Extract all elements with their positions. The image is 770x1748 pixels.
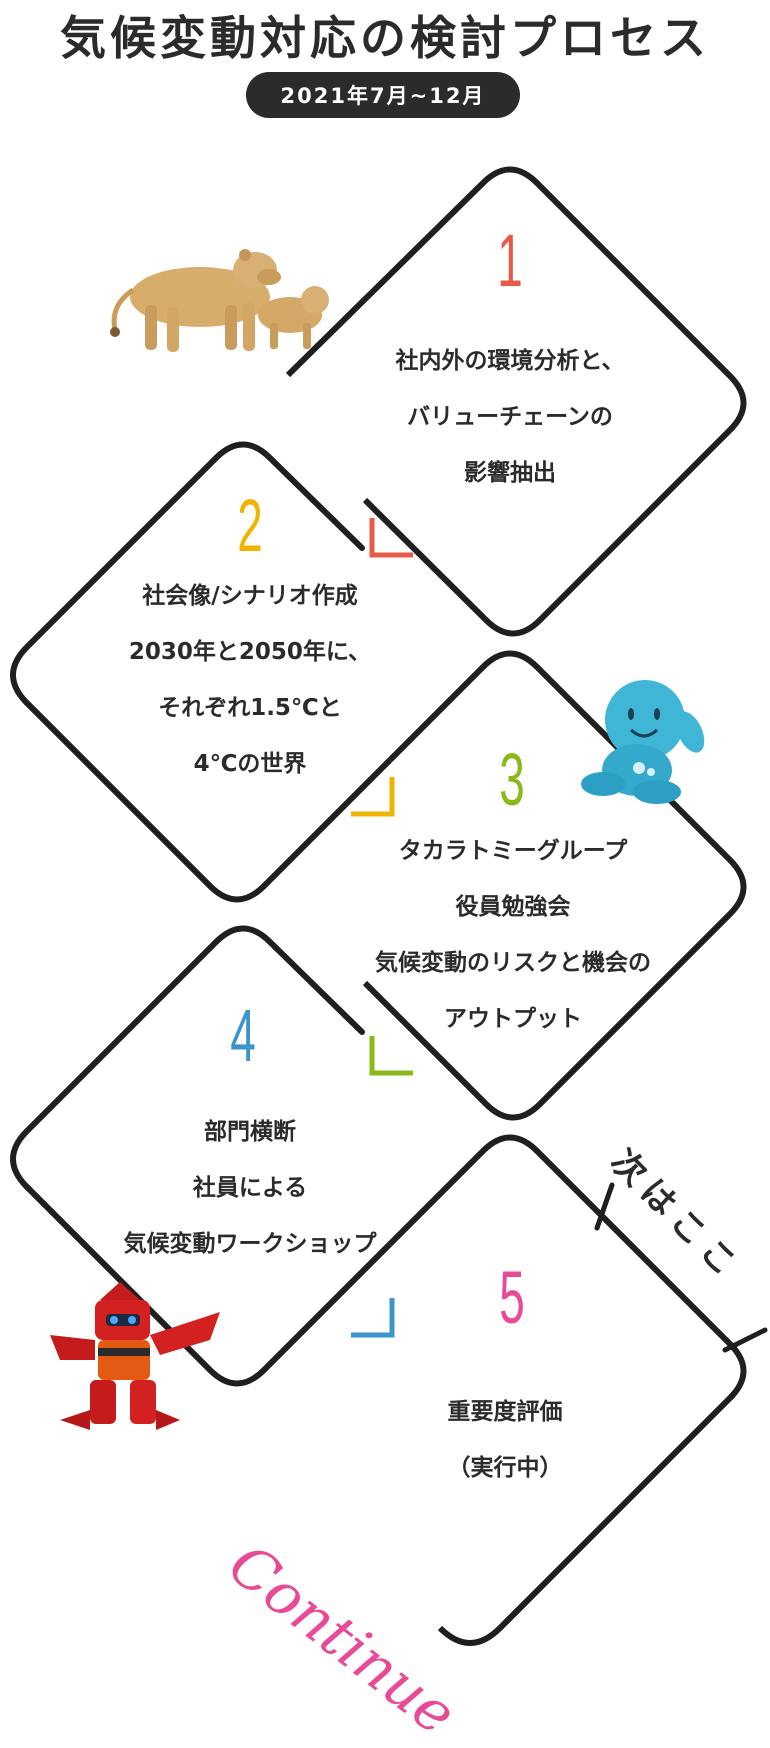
step-3-line-2: 役員勉強会 (455, 894, 571, 920)
step-5-text: 重要度評価 （実行中） (410, 1384, 600, 1496)
diamond-1-outline (285, 166, 747, 637)
step-4-line-1: 部門横断 (204, 1119, 296, 1145)
process-diamonds (10, 166, 768, 1646)
period-badge: 2021年7月~12月 (246, 72, 520, 118)
step-3-number: 3 (499, 738, 525, 821)
step-2-line-3: それぞれ1.5℃と (158, 695, 342, 721)
step-5-line-1: 重要度評価 (447, 1399, 563, 1425)
step-4-line-3: 気候変動ワークショップ (123, 1231, 377, 1257)
lion-figures-icon (110, 249, 329, 352)
step-4-number: 4 (230, 994, 256, 1077)
diamond-4-outline-top (267, 939, 365, 1035)
step4-corner-marker (351, 1298, 395, 1338)
step-4-line-2: 社員による (192, 1175, 308, 1201)
step-5-line-2: （実行中） (447, 1455, 563, 1481)
step-1-number: 1 (497, 219, 523, 302)
step3-corner-marker (369, 1036, 413, 1076)
next-here-dash-top (594, 1182, 615, 1231)
step-1-line-2: バリューチェーンの (407, 404, 613, 430)
step-2-line-4: 4℃の世界 (193, 751, 307, 777)
next-here-dash-bottom (722, 1327, 768, 1353)
process-page: 気候変動対応の検討プロセス 2021年7月~12月 1 2 3 4 5 社内外の… (10, 11, 768, 1748)
step-4-text: 部門横断 社員による 気候変動ワークショップ (80, 1104, 420, 1272)
diamond-2-outline-top (267, 455, 365, 551)
blue-mascot-icon (581, 680, 705, 804)
step2-corner-marker (351, 777, 395, 817)
step1-corner-marker (369, 518, 413, 558)
step-1-line-3: 影響抽出 (464, 460, 556, 486)
step-1-text: 社内外の環境分析と、 バリューチェーンの 影響抽出 (340, 333, 680, 501)
diamond-4-outline (10, 925, 393, 1387)
page-title: 気候変動対応の検討プロセス (60, 11, 710, 65)
diamond-3-outline (362, 650, 747, 1121)
diamond-5-outline (387, 1134, 747, 1646)
step-2-line-1: 社会像/シナリオ作成 (142, 583, 358, 609)
step-3-line-4: アウトプット (444, 1006, 582, 1032)
step-1-line-1: 社内外の環境分析と、 (395, 348, 625, 374)
step-2-number: 2 (237, 484, 263, 567)
step-2-text: 社会像/シナリオ作成 2030年と2050年に、 それぞれ1.5℃と 4℃の世界 (85, 568, 415, 792)
step-3-text: タカラトミーグループ 役員勉強会 気候変動のリスクと機会の アウトプット (328, 823, 698, 1047)
red-robot-icon (50, 1282, 220, 1430)
step-2-line-2: 2030年と2050年に、 (128, 639, 372, 665)
diamond-2-outline (10, 441, 393, 903)
step-3-line-1: タカラトミーグループ (398, 838, 628, 864)
step-5-number: 5 (499, 1256, 525, 1339)
step-3-line-3: 気候変動のリスクと機会の (375, 950, 651, 976)
